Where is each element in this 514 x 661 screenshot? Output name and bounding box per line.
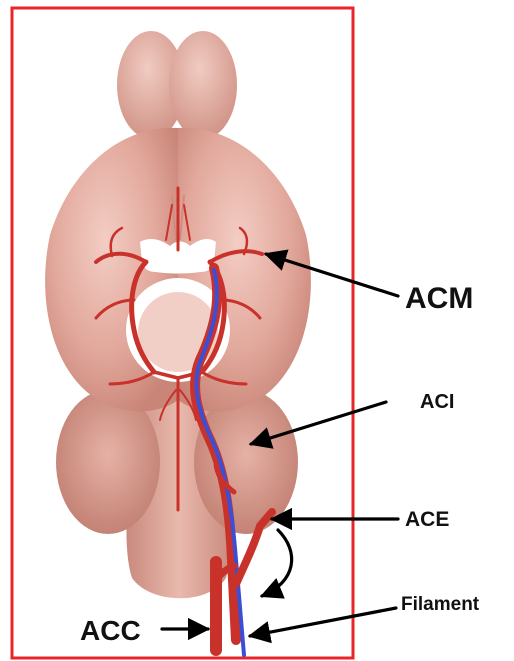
filament-arrow bbox=[250, 608, 396, 636]
olfactory-bulb-right bbox=[169, 31, 237, 139]
label-ace: ACE bbox=[405, 508, 449, 531]
brain-illustration bbox=[45, 31, 311, 655]
ace-curved-arrow bbox=[262, 530, 292, 596]
label-aci: ACI bbox=[420, 391, 454, 413]
label-filament: Filament bbox=[401, 594, 480, 615]
label-acm: ACM bbox=[405, 282, 473, 315]
label-acc: ACC bbox=[80, 615, 141, 646]
cerebellum-right bbox=[194, 390, 298, 534]
cerebellum-left bbox=[56, 390, 160, 534]
